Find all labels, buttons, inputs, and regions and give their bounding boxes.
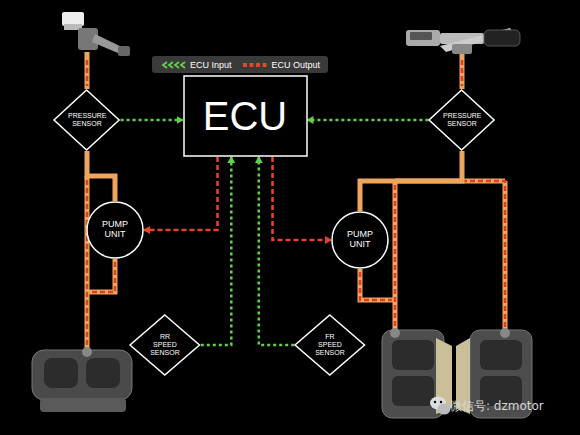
legend-item: ECU Output [242, 60, 321, 70]
legend-sample [242, 60, 268, 70]
node-label: PRESSURE SENSOR [68, 112, 106, 127]
node-text-group: PRESSURE SENSOR [443, 112, 481, 127]
brake-pedal [62, 12, 130, 56]
input-signal-line [121, 119, 183, 122]
input-signal-line [308, 119, 429, 122]
node-text-group: PUMP UNIT [342, 230, 378, 250]
front-brake-caliper [382, 328, 452, 418]
node-label: FR SPEED SENSOR [314, 333, 346, 356]
node-text-group: FR SPEED SENSOR [314, 333, 346, 356]
legend-sample [160, 60, 186, 70]
input-signal-line [259, 157, 294, 345]
node-text-group: RR SPEED SENSOR [149, 333, 181, 356]
controlled-line [87, 60, 505, 345]
node-label: PRESSURE SENSOR [443, 112, 481, 127]
node-text-group: ECU [203, 94, 287, 138]
brake-lever [406, 28, 520, 54]
output-signal-line [273, 157, 332, 240]
pressure-sensor-diamond: PRESSURE SENSOR [428, 89, 495, 151]
watermark: 微信号: dzmotor [450, 398, 544, 415]
legend-label: ECU Output [272, 60, 321, 70]
ecu-box: ECU [183, 75, 308, 157]
brake-line [87, 151, 115, 201]
brake-line [87, 52, 505, 350]
brake-line [360, 151, 462, 211]
pump-unit-circle: PUMP UNIT [331, 211, 389, 269]
pump-unit-circle: PUMP UNIT [86, 201, 144, 259]
node-label: ECU [203, 94, 287, 138]
pressure-sensor-diamond: PRESSURE SENSOR [53, 89, 120, 151]
legend-box: ECU Input ECU Output [152, 56, 328, 73]
rear-brake-caliper [32, 347, 132, 412]
node-label: RR SPEED SENSOR [149, 333, 181, 356]
node-label: PUMP UNIT [342, 230, 378, 250]
node-text-group: PRESSURE SENSOR [68, 112, 106, 127]
wechat-icon [430, 397, 451, 415]
input-signal-line [201, 157, 232, 345]
legend-item: ECU Input [160, 60, 232, 70]
speed-sensor-diamond: RR SPEED SENSOR [129, 314, 201, 376]
output-signal-line [144, 157, 218, 230]
node-label: PUMP UNIT [97, 220, 133, 240]
legend-label: ECU Input [190, 60, 232, 70]
speed-sensor-diamond: FR SPEED SENSOR [294, 314, 366, 376]
node-text-group: PUMP UNIT [97, 220, 133, 240]
